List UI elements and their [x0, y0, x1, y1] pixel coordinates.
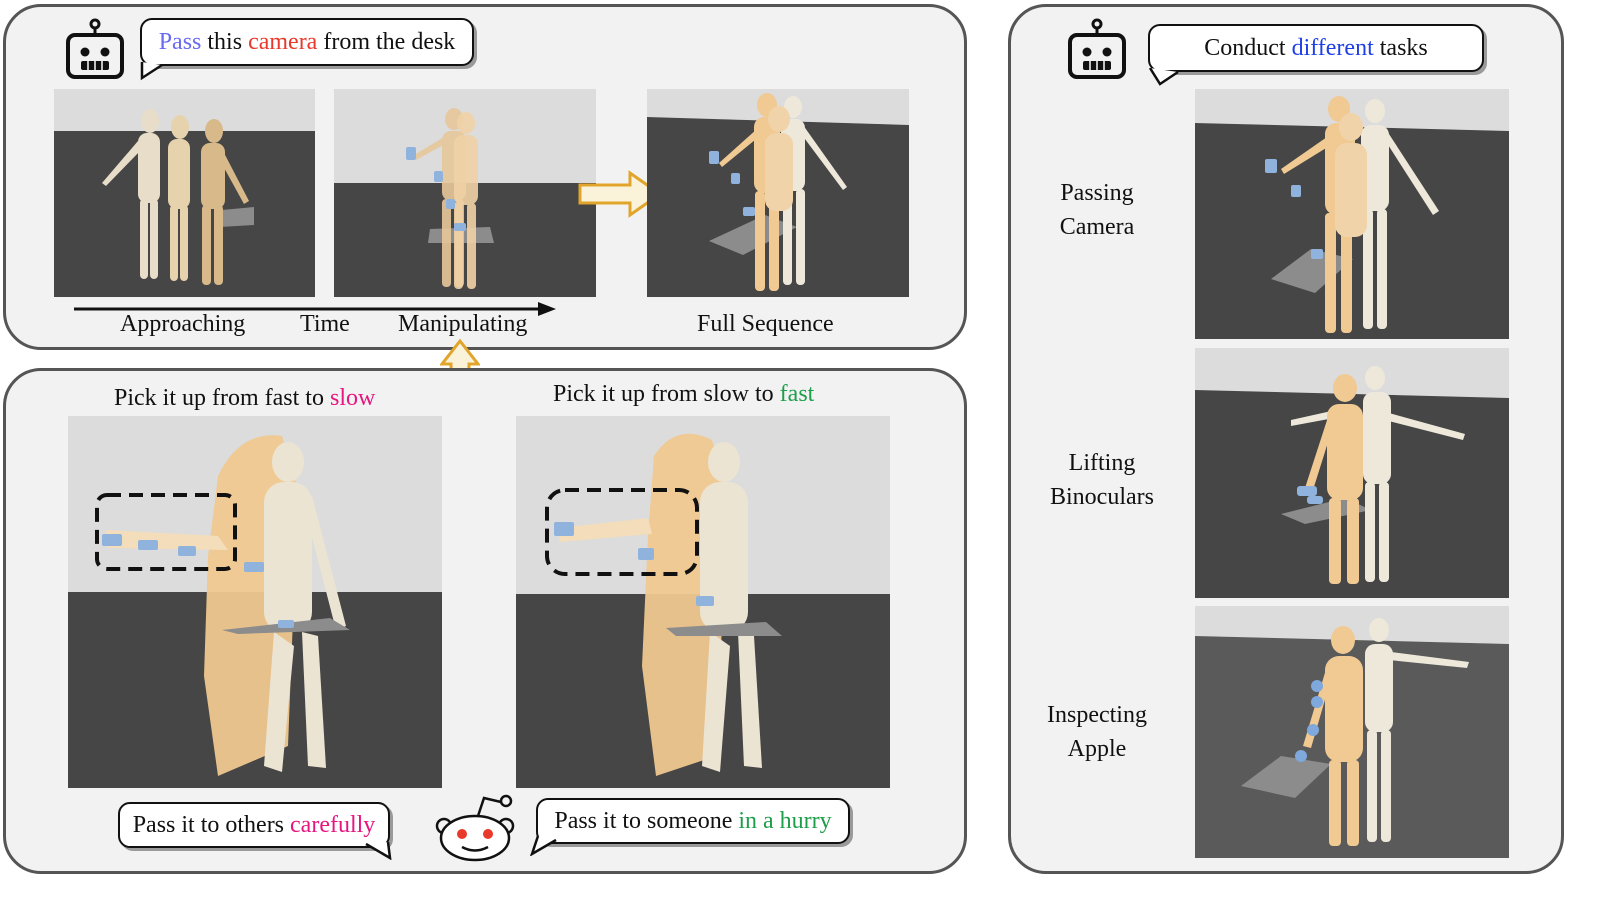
bubble-carefully: Pass it to others carefully — [118, 802, 390, 848]
label-time: Time — [300, 311, 350, 337]
tasks-bubble-suffix: tasks — [1373, 34, 1428, 61]
scene-fast-to-slow — [68, 416, 442, 788]
bubble-tail — [140, 62, 163, 81]
word-slow: slow — [329, 385, 376, 411]
bubble-tail — [1148, 68, 1179, 86]
highlight-box-right — [545, 488, 699, 576]
robot-icon — [66, 18, 124, 79]
scene-manipulating — [334, 89, 596, 297]
task-label-inspecting-apple: Inspecting Apple — [1030, 698, 1164, 766]
task-label-lifting-binoculars: Lifting Binoculars — [1030, 446, 1174, 514]
word-pass: Pass — [158, 28, 202, 55]
bubble-tail-hurry — [530, 836, 557, 856]
caption-fast-to-slow-prefix: Pick it up from fast to — [114, 385, 330, 411]
robot-icon — [1068, 18, 1126, 79]
label-approaching: Approaching — [120, 311, 246, 337]
scene-inspecting-apple — [1195, 606, 1509, 858]
instruction-bubble: Pass this camera from the desk — [140, 18, 474, 66]
task-label-line2: Binoculars — [1050, 484, 1154, 510]
word-camera: camera — [248, 28, 318, 55]
bubble-in-a-hurry: Pass it to someone in a hurry — [536, 798, 850, 844]
tasks-bubble: Conduct different tasks — [1148, 24, 1484, 72]
bubble-tail-carefully — [365, 842, 392, 860]
word-carefully: carefully — [290, 811, 376, 838]
label-manipulating: Manipulating — [398, 311, 528, 337]
task-label-passing-camera: Passing Camera — [1030, 176, 1164, 244]
time-arrow — [74, 302, 556, 316]
word-different: different — [1291, 34, 1374, 61]
task-label-line1: Lifting — [1068, 450, 1136, 476]
task-label-line2: Apple — [1067, 736, 1127, 762]
right-block-arrow — [578, 170, 663, 218]
word-this: this — [201, 28, 249, 55]
caption-slow-to-fast-prefix: Pick it up from slow to — [553, 381, 780, 407]
task-label-line1: Passing — [1060, 180, 1134, 206]
bubble-carefully-prefix: Pass it to others — [132, 811, 291, 838]
scene-full-sequence — [647, 89, 909, 297]
highlight-box-left — [95, 493, 237, 571]
scene-slow-to-fast — [516, 416, 890, 788]
task-label-line1: Inspecting — [1047, 702, 1147, 728]
word-fast: fast — [779, 381, 815, 407]
scene-approaching — [54, 89, 315, 297]
word-in-a-hurry: in a hurry — [738, 807, 832, 834]
tasks-bubble-prefix: Conduct — [1204, 34, 1292, 61]
bubble-hurry-prefix: Pass it to someone — [554, 807, 739, 834]
caption-slow-to-fast: Pick it up from slow to fast — [553, 382, 814, 406]
scene-passing-camera — [1195, 89, 1509, 339]
task-label-line2: Camera — [1059, 214, 1135, 240]
reddit-alien-icon — [435, 794, 515, 862]
word-from-desk: from the desk — [317, 28, 456, 55]
label-full-sequence: Full Sequence — [697, 311, 834, 337]
scene-lifting-binoculars — [1195, 348, 1509, 598]
caption-fast-to-slow: Pick it up from fast to slow — [114, 386, 375, 410]
